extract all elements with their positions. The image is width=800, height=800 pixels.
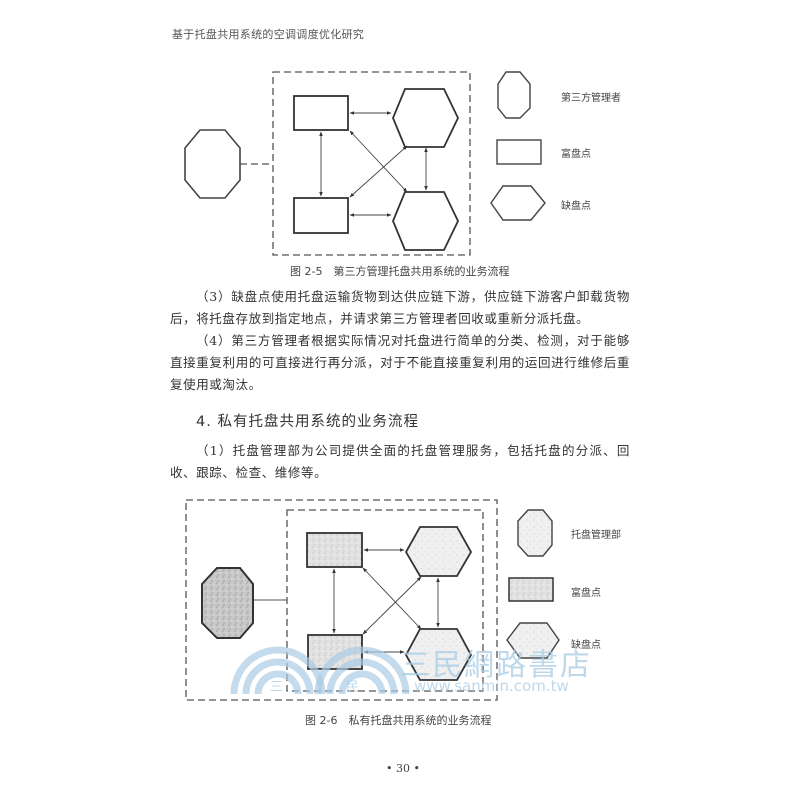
paragraph-step-4: （4）第三方管理者根据实际情况对托盘进行简单的分类、检测，对于能够直接重复利用的… <box>170 333 630 392</box>
watermark-store-name: 三民網路書店 <box>400 648 592 683</box>
watermark-logo-arcs <box>230 646 410 695</box>
fig5-boundary <box>240 71 471 256</box>
figure-2-5-caption: 图 2-5 第三方管理托盘共用系统的业务流程 <box>290 265 510 278</box>
page-number: • 30 • <box>386 762 420 775</box>
fig6-legend-label-dept: 托盘管理部 <box>571 530 621 541</box>
fig6-short-node-top <box>404 526 473 577</box>
fig6-legend-label-short: 缺盘点 <box>571 640 601 651</box>
fig5-short-node-bottom <box>392 191 459 251</box>
fig5-short-node-top <box>392 88 459 148</box>
fig5-legend-rect-icon <box>496 139 542 165</box>
fig6-legend-label-rich: 富盘点 <box>571 588 601 599</box>
fig6-legend-rect-icon <box>508 577 554 602</box>
figure-2-6-caption: 图 2-6 私有托盘共用系统的业务流程 <box>305 714 492 727</box>
fig5-legend-octagon-icon <box>497 71 531 119</box>
watermark-url: www.sanmin.com.tw <box>414 677 569 695</box>
fig5-rich-node-top <box>293 95 349 131</box>
fig5-legend-label-rich: 富盘点 <box>561 149 591 160</box>
fig5-third-party-manager-octagon <box>184 129 241 199</box>
fig6-rich-node-top <box>306 532 363 568</box>
running-header: 基于托盘共用系统的空调调度优化研究 <box>172 28 365 41</box>
fig5-legend-label-manager: 第三方管理者 <box>561 93 621 104</box>
fig5-rich-node-bottom <box>293 197 349 234</box>
paragraph-step-3: （3）缺盘点使用托盘运输货物到达供应链下游，供应链下游客户卸载货物后，将托盘存放… <box>170 289 630 326</box>
watermark-arc-char-right: 民 <box>346 680 360 695</box>
fig5-legend-hexagon-icon <box>490 185 546 221</box>
watermark-arc-char-left: 三 <box>270 680 284 695</box>
fig6-rich-node-bottom <box>307 634 363 670</box>
paragraph-step-1: （1）托盘管理部为公司提供全面的托盘管理服务，包括托盘的分派、回收、跟踪、检查、… <box>170 443 630 480</box>
fig6-legend-octagon-icon <box>517 509 553 557</box>
fig6-pallet-management-octagon <box>201 567 254 639</box>
section-heading: 4. 私有托盘共用系统的业务流程 <box>196 414 419 430</box>
fig5-legend-label-short: 缺盘点 <box>561 201 591 212</box>
